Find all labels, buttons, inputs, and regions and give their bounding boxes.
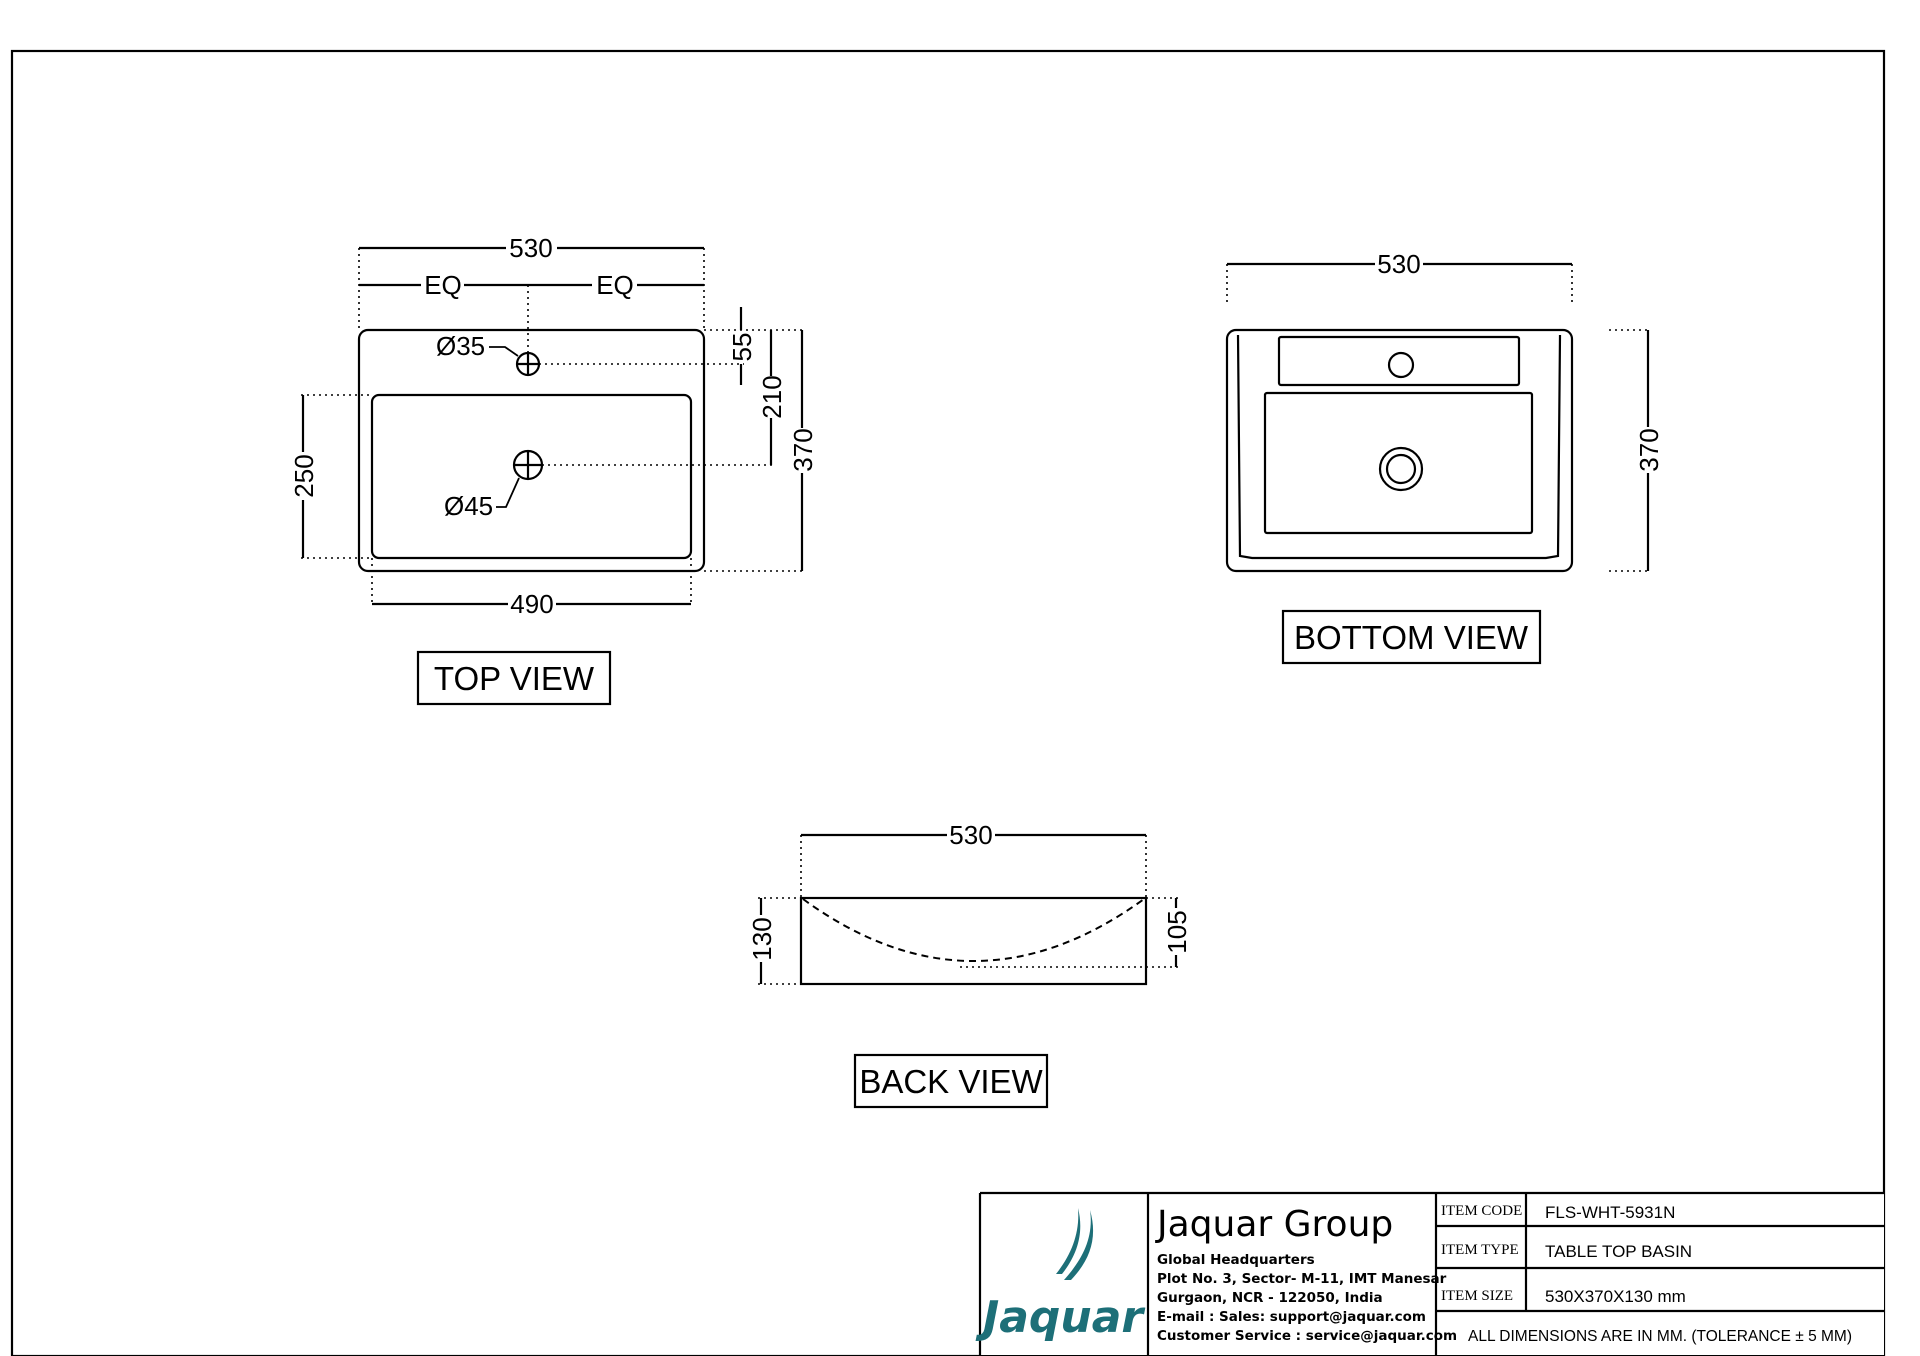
item-size-value: 530X370X130 mm [1545, 1287, 1686, 1306]
bottom-view-outline [1225, 328, 1574, 573]
bottom-depth-dim: 370 [1634, 428, 1664, 471]
item-size-label: ITEM SIZE [1441, 1288, 1513, 1304]
back-height-dim: 130 [747, 917, 777, 960]
item-type-label: ITEM TYPE [1441, 1242, 1519, 1258]
logo-mark-left-icon [1056, 1208, 1081, 1274]
bottom-waste-inner-icon [1385, 453, 1417, 485]
bottom-view: 530 370 BOTTOM VIEW [1225, 249, 1664, 665]
bottom-tap-hole-icon [1387, 351, 1415, 379]
bottom-view-label: BOTTOM VIEW [1294, 619, 1529, 656]
top-view-label: TOP VIEW [434, 660, 595, 697]
address-line-1: Global Headquarters [1157, 1252, 1315, 1268]
top-view-bowl [370, 393, 693, 560]
top-view-label-box [416, 650, 612, 706]
top-depth-dim: 370 [788, 428, 818, 471]
sheet-border [10, 49, 1886, 1356]
top-width-dim: 530 [509, 233, 552, 263]
tap-hole-dim: Ø35 [436, 331, 485, 361]
logo-mark-right-icon [1064, 1210, 1094, 1280]
back-view-bowl-curve [802, 898, 1145, 962]
address-line-5: Customer Service : service@jaquar.com [1157, 1328, 1457, 1344]
bottom-view-label-box [1281, 609, 1542, 665]
waste-offset-dim: 210 [757, 375, 787, 418]
eq-right-dim: EQ [596, 270, 634, 300]
tap-hole-icon [515, 351, 541, 377]
bottom-tap-deck [1277, 335, 1521, 387]
back-view-outline [799, 896, 1148, 986]
back-view-label: BACK VIEW [859, 1063, 1043, 1100]
bottom-bowl-outline [1263, 391, 1534, 535]
item-code-value: FLS-WHT-5931N [1545, 1203, 1675, 1222]
waste-hole-icon [512, 449, 544, 481]
item-code-label: ITEM CODE [1441, 1203, 1522, 1219]
back-bowl-height-dim: 105 [1162, 910, 1192, 953]
top-view: 530 EQ EQ Ø35 Ø45 490 55 210 [289, 233, 818, 706]
company-name: Jaquar Group [1155, 1204, 1393, 1245]
logo-wordmark: Jaquar [975, 1292, 1146, 1343]
bottom-width-dim: 530 [1377, 249, 1420, 279]
address-line-4: E-mail : Sales: support@jaquar.com [1157, 1309, 1426, 1325]
back-view: 530 130 105 BACK VIEW [747, 820, 1192, 1109]
address-line-2: Plot No. 3, Sector- M-11, IMT Manesar [1157, 1271, 1447, 1287]
top-inner-width-dim: 490 [510, 589, 553, 619]
bowl-depth-dim: 250 [289, 454, 319, 497]
title-block: Jaquar Jaquar Group Global Headquarters … [975, 1191, 1884, 1356]
back-view-label-box [853, 1053, 1049, 1109]
back-width-dim: 530 [949, 820, 992, 850]
item-type-value: TABLE TOP BASIN [1545, 1242, 1692, 1261]
waste-hole-dim: Ø45 [444, 491, 493, 521]
top-view-outline [357, 328, 706, 573]
dimension-note: ALL DIMENSIONS ARE IN MM. (TOLERANCE ± 5… [1468, 1328, 1852, 1345]
tap-offset-dim: 55 [727, 333, 757, 362]
eq-left-dim: EQ [424, 270, 462, 300]
jaquar-logo: Jaquar [975, 1208, 1146, 1343]
bottom-waste-outer-icon [1378, 446, 1424, 492]
address-line-3: Gurgaon, NCR - 122050, India [1157, 1290, 1383, 1306]
